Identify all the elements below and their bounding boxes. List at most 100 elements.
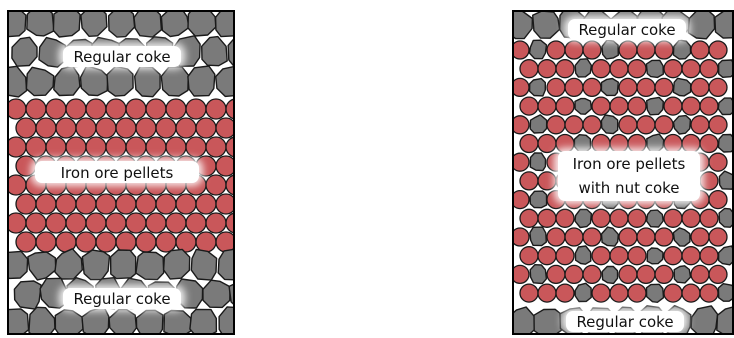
coke-particle xyxy=(575,209,591,227)
iron-ore-pellet xyxy=(206,175,226,195)
label-text: Regular coke xyxy=(576,313,673,331)
iron-ore-pellet xyxy=(583,116,601,134)
iron-ore-pellet xyxy=(565,228,583,246)
coke-particle xyxy=(111,250,136,279)
label-regular-coke-top: Regular coke xyxy=(564,16,690,42)
iron-ore-pellet xyxy=(583,265,601,283)
iron-ore-pellet xyxy=(664,97,682,115)
iron-ore-pellet xyxy=(655,228,673,246)
iron-ore-pellet xyxy=(547,41,565,59)
iron-ore-pellet xyxy=(7,137,26,157)
iron-ore-pellet xyxy=(565,116,583,134)
iron-ore-pellet xyxy=(547,78,565,96)
coke-particle xyxy=(7,309,29,335)
coke-particle xyxy=(216,10,235,37)
iron-ore-pellet xyxy=(96,118,116,138)
iron-ore-pellet xyxy=(512,116,529,134)
label-text: Regular coke xyxy=(73,48,170,66)
iron-ore-pellet xyxy=(216,156,235,176)
label-iron-ore-pellets: Iron ore pellets xyxy=(31,158,203,186)
iron-ore-pellet xyxy=(136,232,156,252)
coke-particle xyxy=(27,10,54,36)
iron-ore-pellet xyxy=(512,191,529,209)
iron-ore-pellet xyxy=(637,265,655,283)
iron-ore-pellet xyxy=(216,118,235,138)
coke-particle xyxy=(190,309,217,335)
coke-particle xyxy=(718,135,734,153)
coke-particle xyxy=(719,171,734,189)
iron-ore-pellet xyxy=(520,172,538,190)
iron-ore-pellet xyxy=(709,191,727,209)
iron-ore-pellet xyxy=(700,97,718,115)
coke-particle xyxy=(718,284,734,302)
coke-particle xyxy=(601,79,618,96)
iron-ore-pellet xyxy=(56,118,76,138)
iron-ore-pellet xyxy=(700,135,718,153)
coke-particle xyxy=(188,66,215,96)
iron-ore-pellet xyxy=(700,60,718,78)
iron-ore-pellet xyxy=(619,41,637,59)
iron-ore-pellet xyxy=(16,194,36,214)
coke-particle xyxy=(647,97,664,114)
iron-ore-pellet xyxy=(556,209,574,227)
coke-particle xyxy=(575,59,591,77)
iron-ore-pellet xyxy=(36,232,56,252)
iron-ore-pellet xyxy=(637,228,655,246)
iron-ore-pellet xyxy=(547,116,565,134)
coke-particle xyxy=(14,281,41,309)
iron-ore-pellet xyxy=(592,284,610,302)
iron-ore-pellet xyxy=(709,265,727,283)
label-regular-coke-top: Regular coke xyxy=(59,43,185,69)
coke-particle xyxy=(602,40,618,59)
coke-particle xyxy=(601,115,617,134)
iron-ore-pellet xyxy=(538,247,556,265)
iron-ore-pellet xyxy=(556,284,574,302)
iron-ore-pellet xyxy=(46,137,66,157)
coke-particle xyxy=(530,227,546,246)
iron-ore-pellet xyxy=(583,41,601,59)
iron-ore-pellet xyxy=(709,78,727,96)
coke-particle xyxy=(135,66,160,96)
iron-ore-pellet xyxy=(700,247,718,265)
coke-particle xyxy=(530,265,546,284)
iron-ore-pellet xyxy=(126,99,146,119)
iron-ore-pellet xyxy=(136,118,156,138)
coke-particle xyxy=(53,10,80,37)
coke-particle xyxy=(575,99,591,115)
iron-ore-pellet xyxy=(700,284,718,302)
iron-ore-pellet xyxy=(176,194,196,214)
iron-ore-pellet xyxy=(520,97,538,115)
iron-ore-pellet xyxy=(664,284,682,302)
iron-ore-pellet xyxy=(538,97,556,115)
iron-ore-pellet xyxy=(655,78,673,96)
iron-ore-pellet xyxy=(146,213,166,233)
layered-burden-panel: Regular coke Iron ore pellets Regular co… xyxy=(7,10,235,335)
iron-ore-pellet xyxy=(655,41,673,59)
iron-ore-pellet xyxy=(628,97,646,115)
iron-ore-pellet xyxy=(628,209,646,227)
coke-particle xyxy=(718,98,734,114)
iron-ore-pellet xyxy=(186,213,206,233)
iron-ore-pellet xyxy=(206,99,226,119)
iron-ore-pellet xyxy=(637,41,655,59)
iron-ore-pellet xyxy=(186,137,206,157)
iron-ore-pellet xyxy=(565,265,583,283)
coke-particle xyxy=(530,191,547,208)
iron-ore-pellet xyxy=(556,97,574,115)
iron-ore-pellet xyxy=(583,78,601,96)
iron-ore-pellet xyxy=(26,99,46,119)
iron-ore-pellet xyxy=(520,209,538,227)
iron-ore-pellet xyxy=(36,118,56,138)
coke-particle xyxy=(575,246,590,264)
iron-ore-pellet xyxy=(46,99,66,119)
iron-ore-pellet xyxy=(116,118,136,138)
iron-ore-pellet xyxy=(547,265,565,283)
iron-ore-pellet xyxy=(86,213,106,233)
iron-ore-pellet xyxy=(556,60,574,78)
coke-particle xyxy=(673,78,690,96)
iron-ore-pellet xyxy=(655,265,673,283)
iron-ore-pellet xyxy=(146,137,166,157)
iron-ore-pellet xyxy=(76,118,96,138)
iron-ore-pellet xyxy=(176,118,196,138)
iron-ore-pellet xyxy=(619,265,637,283)
